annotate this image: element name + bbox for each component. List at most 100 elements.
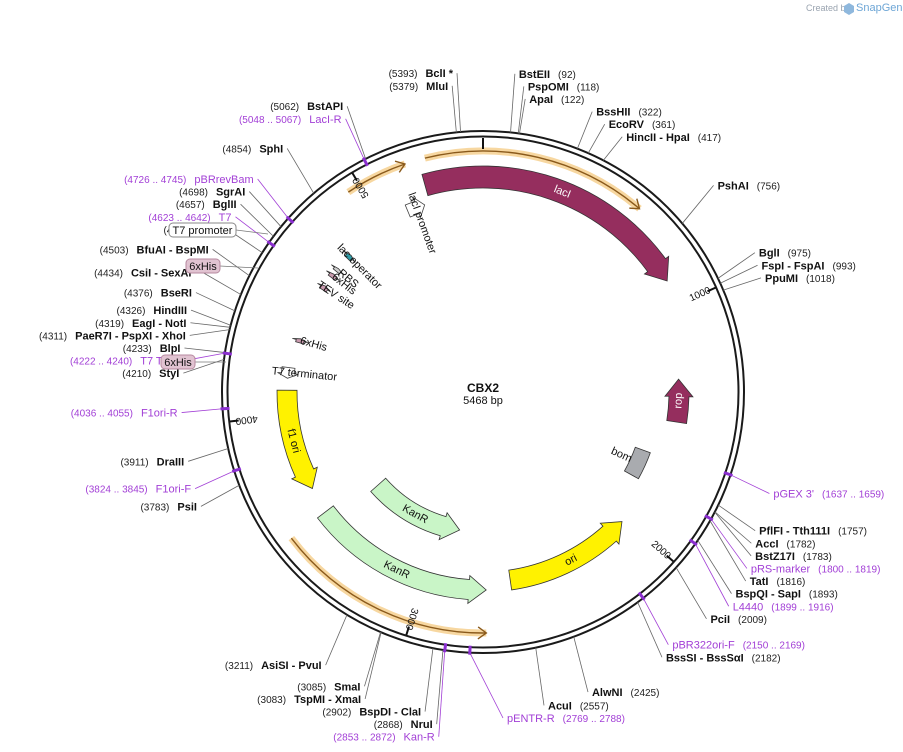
site-label[interactable]: (4326)HindIII [117, 305, 188, 317]
scale-tick [351, 172, 358, 182]
feature-kanr [370, 477, 461, 541]
site-label[interactable]: AccI(1782) [755, 538, 815, 550]
site-label[interactable]: AcuI(2557) [548, 700, 609, 712]
credit-brand: SnapGene [856, 2, 903, 14]
primer-label[interactable]: (2853 .. 2872)Kan-R [333, 732, 435, 744]
primer-leader-line [438, 650, 446, 737]
site-label[interactable]: (4319)EagI - NotI [95, 318, 186, 330]
site-leader-line [364, 632, 382, 700]
highlight-arrowhead [394, 160, 407, 173]
primer-marker [637, 591, 646, 601]
site-leader-line [675, 567, 707, 620]
site-label[interactable]: BspQI - SapI(1893) [736, 589, 838, 601]
primer-label[interactable]: L4440(1899 .. 1916) [733, 601, 834, 613]
site-leader-line [190, 309, 231, 326]
site-label[interactable]: EcoRV(361) [609, 119, 676, 131]
site-leader-line [456, 73, 461, 132]
site-leader-line [714, 511, 752, 544]
site-label[interactable]: (4233)BlpI [123, 343, 181, 355]
site-leader-line [451, 85, 457, 133]
primer-label[interactable]: (4623 .. 4642)T7 [148, 212, 231, 224]
site-label[interactable]: (5062)BstAPI [270, 101, 343, 113]
site-label[interactable]: BssHII(322) [596, 107, 662, 119]
site-leader-line [723, 277, 762, 291]
primer-label[interactable]: (5048 .. 5067)LacI-R [239, 114, 342, 126]
site-label[interactable]: (4657)BglII [176, 199, 237, 211]
site-label[interactable]: PflFI - Tth111I(1757) [759, 526, 867, 538]
primer-marker [362, 157, 369, 167]
primer-label[interactable]: pGEX 3'(1637 .. 1659) [773, 489, 884, 501]
feature-label-t7-terminator: T7 terminator [271, 365, 338, 383]
site-label[interactable]: HincII - HpaI(417) [626, 132, 721, 144]
site-leader-line [212, 249, 250, 277]
primer-label[interactable]: (4036 .. 4055)F1ori-R [71, 408, 178, 420]
site-label[interactable]: (4698)SgrAI [179, 187, 245, 199]
site-label[interactable]: (2868)NruI [374, 719, 433, 731]
site-label[interactable]: (3083)TspMI - XmaI [257, 694, 361, 706]
site-leader-line [510, 73, 516, 133]
primer-marker [222, 351, 233, 356]
plasmid-name: CBX2 [467, 381, 499, 395]
site-leader-line [325, 614, 348, 666]
site-label[interactable]: (5379)MluI [389, 81, 448, 93]
primer-leader-line [181, 408, 223, 413]
feature-rop [664, 378, 694, 425]
backbone [221, 130, 745, 654]
site-label[interactable]: (4376)BseRI [124, 288, 192, 300]
site-leader-line [200, 484, 240, 507]
site-label[interactable]: (4503)BfuAI - BspMI [100, 244, 209, 256]
site-label[interactable]: (4854)SphI [222, 143, 283, 155]
site-label[interactable]: BssSI - BssSαI(2182) [666, 652, 781, 664]
site-label[interactable]: ApaI(122) [529, 94, 584, 106]
site-label[interactable]: PciI(2009) [710, 614, 766, 626]
site-label[interactable]: (4311)PaeR7I - PspXI - XhoI [39, 330, 186, 342]
site-label[interactable]: BglI(975) [759, 248, 811, 260]
primer-marker [285, 215, 295, 225]
site-label[interactable]: (3211)AsiSI - PvuI [225, 660, 322, 672]
primer-marker [704, 514, 714, 522]
feature-label-rop: rop [672, 392, 685, 408]
feature-rbs [331, 264, 344, 276]
site-label[interactable]: (5393)BclI * [389, 68, 454, 80]
primer-label[interactable]: pRS-marker(1800 .. 1819) [751, 563, 881, 575]
site-label[interactable]: PpuMI(1018) [765, 273, 835, 285]
site-label[interactable]: (3085)SmaI [297, 681, 360, 693]
site-label[interactable]: (3783)PsiI [140, 501, 196, 513]
primer-leader-line [194, 470, 235, 490]
primer-label[interactable]: (3824 .. 3845)F1ori-F [85, 484, 191, 496]
site-label[interactable]: (3911)DraIII [120, 456, 184, 468]
site-label[interactable]: AlwNI(2425) [592, 687, 659, 699]
boxed-label-6xhis-bottom: 6xHis [160, 354, 226, 370]
site-leader-line [188, 448, 229, 462]
feature-6xhis [326, 270, 340, 281]
site-label[interactable]: PshAI(756) [718, 180, 781, 192]
site-label[interactable]: TatI(1816) [750, 576, 806, 588]
site-leader-line [195, 292, 236, 312]
site-leader-line [364, 631, 381, 687]
site-leader-line [587, 123, 606, 154]
primer-sites: (5048 .. 5067)LacI-R (4726 .. 4745)pBRrev… [70, 114, 884, 744]
site-label[interactable]: (4210)StyI [122, 368, 179, 380]
site-leader-line [697, 540, 732, 594]
feature-f1-ori [276, 389, 318, 490]
site-label[interactable]: (2902)BspDI - ClaI [322, 707, 421, 719]
feature-bom [623, 446, 651, 480]
site-leader-line [573, 636, 589, 693]
site-label[interactable]: BstZ17I(1783) [755, 551, 832, 563]
site-leader-line [519, 98, 526, 134]
highlight-arrowhead [477, 626, 488, 640]
site-label[interactable]: BstEII(92) [519, 69, 576, 81]
primer-leader-line [730, 474, 770, 494]
primer-label[interactable]: (4726 .. 4745)pBRrevBam [124, 174, 254, 186]
feature-label-laci: lacI [552, 183, 572, 200]
primer-label[interactable]: pENTR-R(2769 .. 2788) [507, 713, 625, 725]
site-leader-line [681, 185, 714, 224]
highlight-arrowhead [629, 198, 641, 210]
feature-laci [421, 165, 670, 282]
site-label[interactable]: PspOMI(118) [528, 81, 600, 93]
primer-label[interactable]: pBR322ori-F(2150 .. 2169) [672, 640, 805, 652]
site-label[interactable]: FspI - FspAI(993) [762, 260, 856, 272]
site-label[interactable]: (4434)CsiI - SexAI * [94, 268, 199, 280]
primer-leader-line [710, 518, 748, 569]
